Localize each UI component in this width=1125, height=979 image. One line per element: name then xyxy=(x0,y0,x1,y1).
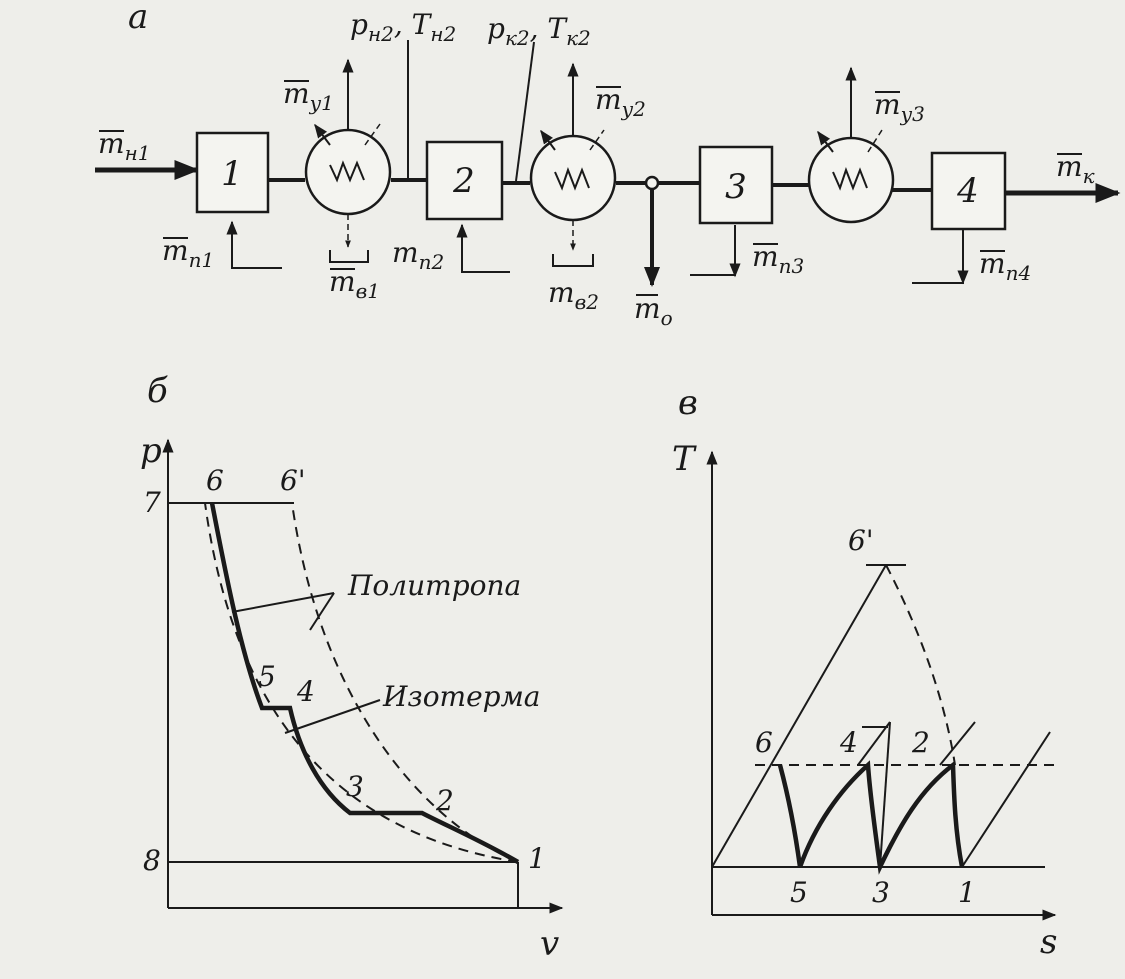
isobar-line xyxy=(857,721,891,766)
pv-diagram: б p v Политропа Изотерма 1 2 3 4 5 6 6' … xyxy=(140,371,564,964)
svg-text:mу2: mу2 xyxy=(595,83,646,121)
bleed-line xyxy=(690,225,736,276)
polytrope-curve xyxy=(291,502,519,863)
state-label: pк2, Tк2 xyxy=(487,12,591,50)
polytrope-leader xyxy=(231,592,335,613)
staged-compression-path xyxy=(209,502,520,864)
isotherm-leader xyxy=(284,699,381,734)
mass-flow-label: mв1 xyxy=(329,265,380,303)
mass-flow-label: mу3 xyxy=(874,88,925,126)
p-axis-label: p xyxy=(140,431,162,471)
mass-flow-label: mп3 xyxy=(752,240,804,278)
flow-scheme: a 1 2 3 4 xyxy=(95,0,1121,330)
isobar-line xyxy=(711,564,887,868)
svg-text:mв1: mв1 xyxy=(329,265,380,303)
svg-text:mк: mк xyxy=(1056,150,1095,188)
panel-label-a: a xyxy=(128,0,148,37)
point-label: 4 xyxy=(839,726,858,759)
mass-flow-label: mв2 xyxy=(548,276,599,314)
intake-arrow xyxy=(456,223,510,273)
polytrope-ts-dashed xyxy=(885,564,956,766)
isotherm-curve xyxy=(204,502,519,863)
point-label: 3 xyxy=(872,876,890,909)
s-axis-label: s xyxy=(1040,922,1057,962)
point-label: 6' xyxy=(848,524,874,557)
svg-text:mу3: mу3 xyxy=(874,88,925,126)
state-pointer xyxy=(515,41,535,182)
point-label: 7 xyxy=(143,486,161,519)
point-label: 6 xyxy=(755,726,773,759)
mass-flow-label: mп2 xyxy=(392,236,444,274)
stage-box xyxy=(930,151,1007,231)
svg-text:mп2: mп2 xyxy=(392,236,444,274)
svg-text:mу1: mу1 xyxy=(283,77,334,115)
isobar-line xyxy=(939,721,976,766)
panel-label-b: б xyxy=(147,371,168,411)
mass-flow-label: mу1 xyxy=(283,77,334,115)
stage-number: 3 xyxy=(725,167,747,207)
svg-text:mп1: mп1 xyxy=(162,234,214,272)
svg-text:mн1: mн1 xyxy=(98,127,150,165)
point-label: 1 xyxy=(958,876,976,909)
stage-box xyxy=(698,145,774,225)
staged-compression-ts-path xyxy=(777,760,965,875)
svg-text:mв2: mв2 xyxy=(548,276,599,314)
point-label: 6' xyxy=(280,464,306,497)
intercooler xyxy=(807,66,895,224)
point-label: 1 xyxy=(528,842,546,875)
point-label: 5 xyxy=(258,660,276,693)
offtake-node xyxy=(644,175,660,191)
intercooler xyxy=(304,58,392,263)
point-label: 2 xyxy=(911,726,930,759)
mass-flow-label: mк xyxy=(1056,150,1095,188)
point-label: 8 xyxy=(143,844,161,877)
isobar-line xyxy=(879,721,891,868)
stage-number: 4 xyxy=(956,171,979,211)
mass-flow-label: mу2 xyxy=(595,83,646,121)
svg-text:mп4: mп4 xyxy=(979,247,1031,285)
polytrope-leader xyxy=(309,592,335,631)
intercooler xyxy=(529,62,617,267)
svg-text:mп3: mп3 xyxy=(752,240,804,278)
point-label: 6 xyxy=(206,464,224,497)
svg-text:pн2, Tн2: pн2, Tн2 xyxy=(350,8,456,46)
mass-flow-label: mп4 xyxy=(979,247,1031,285)
isobar-line xyxy=(961,731,1051,868)
ts-diagram: в T s 1 2 3 4 5 6 6' xyxy=(672,383,1057,962)
point-label: 4 xyxy=(296,675,315,708)
mass-flow-label: mо xyxy=(634,292,673,330)
point-label: 2 xyxy=(435,784,454,817)
polytrope-label: Политропа xyxy=(347,569,521,602)
svg-text:pк2, Tк2: pк2, Tк2 xyxy=(487,12,591,50)
mass-flow-label: mн1 xyxy=(98,127,150,165)
isotherm-label: Изотерма xyxy=(382,680,541,713)
v-axis-label: v xyxy=(540,924,559,964)
stage-number: 1 xyxy=(221,154,243,194)
intake-arrow xyxy=(226,220,282,269)
stage-number: 2 xyxy=(452,161,475,201)
svg-text:mо: mо xyxy=(634,292,673,330)
panel-label-c: в xyxy=(678,383,698,423)
mass-flow-label: mп1 xyxy=(162,234,214,272)
state-label: pн2, Tн2 xyxy=(350,8,456,46)
stage-box xyxy=(195,131,270,214)
T-axis-label: T xyxy=(672,439,697,479)
bleed-line xyxy=(912,230,964,284)
stage-box xyxy=(425,140,504,221)
point-label: 5 xyxy=(790,876,808,909)
point-label: 3 xyxy=(346,770,364,803)
